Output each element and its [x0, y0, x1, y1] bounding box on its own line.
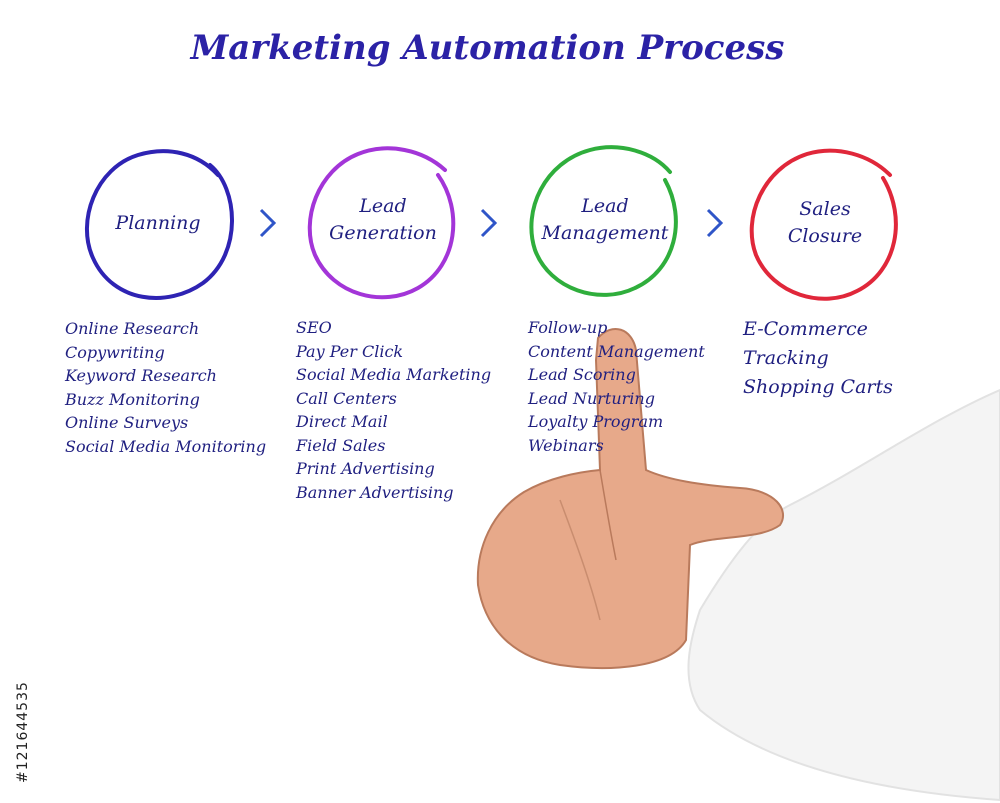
- list-item: Shopping Carts: [743, 373, 893, 402]
- sales-closure-item-list: E-Commerce Tracking Shopping Carts: [743, 315, 893, 402]
- list-item: Tracking: [743, 344, 893, 373]
- lead-management-item-list: Follow-up Content Management Lead Scorin…: [528, 316, 705, 457]
- list-item: Lead Scoring: [528, 363, 705, 387]
- list-item: Lead Nurturing: [528, 387, 705, 411]
- stock-id-watermark: #121644535: [8, 560, 32, 790]
- list-item: Follow-up: [528, 316, 705, 340]
- list-item: Content Management: [528, 340, 705, 364]
- list-item: E-Commerce: [743, 315, 893, 344]
- list-item: Loyalty Program: [528, 410, 705, 434]
- list-item: Webinars: [528, 434, 705, 458]
